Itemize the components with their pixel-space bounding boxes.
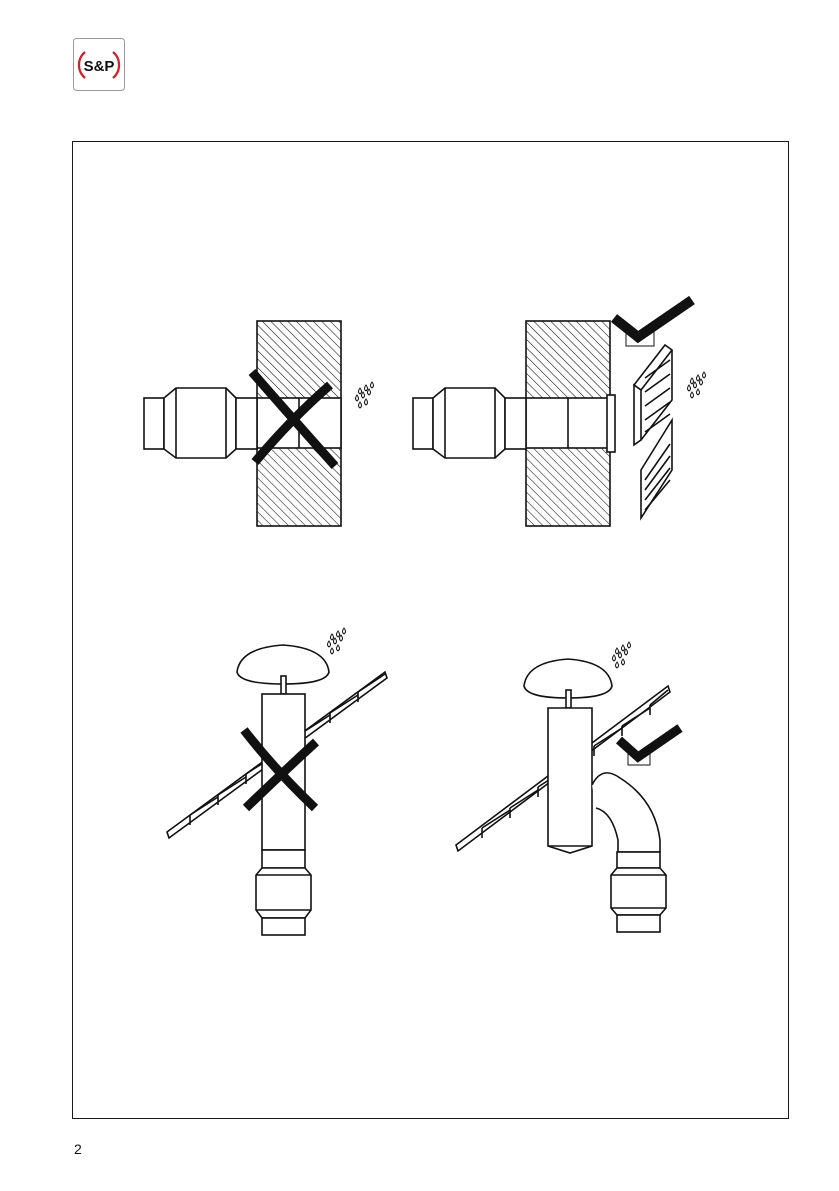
roof-installation-correct [456,642,680,932]
roof-cowl [524,659,666,932]
wall-installation-incorrect [144,321,374,526]
wall-installation-correct [413,300,706,526]
check-icon [614,300,692,346]
rain-drops-icon [613,642,631,668]
page-number: 2 [74,1141,82,1157]
fan-unit [144,388,257,458]
rain-drops-icon [688,372,706,398]
rain-drops-icon [356,382,374,408]
roof-installation-incorrect [167,628,387,935]
louvre-grille [634,345,672,518]
rain-drops-icon [328,628,346,654]
roof-cowl [237,645,329,935]
fan-unit [413,388,526,458]
check-icon [619,728,680,765]
